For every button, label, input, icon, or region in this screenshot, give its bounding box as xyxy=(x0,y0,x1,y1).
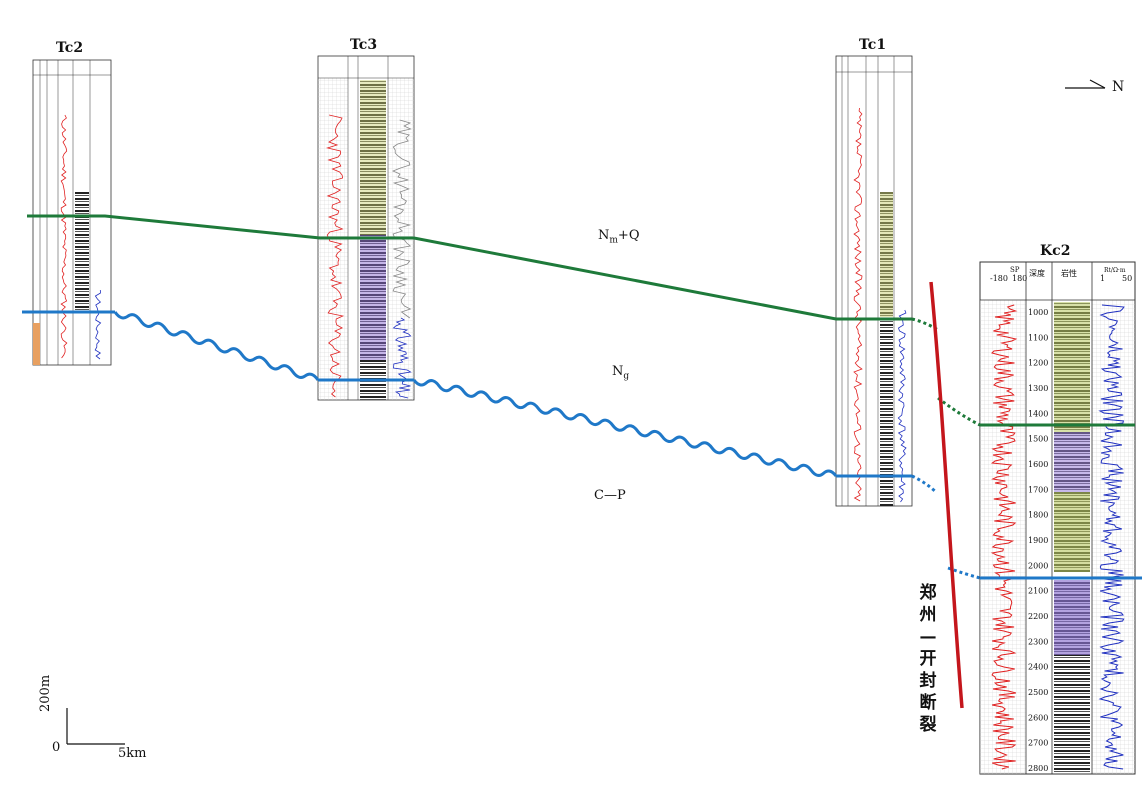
kc2-sp-curve xyxy=(990,304,1018,770)
zhengzhou-kaifeng-fault-line xyxy=(929,281,964,709)
scale-bar xyxy=(66,708,125,745)
fault-label: 郑州—开封断裂 xyxy=(919,583,937,735)
kc2-depth-tick: 1800 xyxy=(1028,511,1048,520)
tc2-orange-layer xyxy=(33,323,40,365)
kc2-lithology-lower xyxy=(1054,655,1090,772)
kc2-depth-tick: 1400 xyxy=(1028,409,1048,418)
kc2-sp-max: 180 xyxy=(1012,274,1027,283)
kc2-depth-tick: 1900 xyxy=(1028,536,1048,545)
kc2-depth-tick: 1000 xyxy=(1028,308,1048,317)
blue-boundary-dashed-left xyxy=(911,474,938,494)
kc2-depth-tick: 2200 xyxy=(1028,612,1048,621)
kc2-depth-tick: 1700 xyxy=(1028,485,1048,494)
blue-unconformity-wave-1 xyxy=(113,311,320,381)
kc2-depth-tick: 2800 xyxy=(1028,764,1048,773)
well-title-tc3: Tc3 xyxy=(350,37,378,53)
tc3-resistivity-curve xyxy=(392,317,412,399)
tc2-sp-curve xyxy=(60,114,68,359)
scale-origin-label: 0 xyxy=(52,740,61,755)
kc2-sp-label: SP xyxy=(1010,266,1020,274)
well-title-tc1: Tc1 xyxy=(859,37,887,53)
kc2-res-label: Rt/Ω·m xyxy=(1104,267,1126,274)
formation-label-upper: Nm+Q xyxy=(598,228,640,246)
kc2-depth-tick: 1300 xyxy=(1028,384,1048,393)
tc3-gr-curve xyxy=(391,119,412,319)
tc3-sp-curve xyxy=(325,114,345,398)
kc2-res-min: 1 xyxy=(1100,274,1105,283)
north-label: N xyxy=(1112,79,1125,95)
green-boundary-line xyxy=(27,214,912,321)
kc2-depth-tick: 2100 xyxy=(1028,587,1048,596)
tc1-resistivity-curve xyxy=(897,309,907,503)
kc2-depth-tick: 2400 xyxy=(1028,663,1048,672)
kc2-depth-tick: 1600 xyxy=(1028,460,1048,469)
kc2-depth-tick: 1500 xyxy=(1028,435,1048,444)
well-tc2 xyxy=(32,59,112,366)
well-kc2: 1000 1100 1200 1300 1400 1500 1600 1700 1800 1900… xyxy=(979,261,1136,775)
kc2-depth-ticks: 1000 1100 1200 1300 1400 1500 1600 1700 1800 1900… xyxy=(1028,308,1048,773)
well-title-kc2: Kc2 xyxy=(1040,243,1071,259)
well-tc1 xyxy=(835,55,913,507)
formation-label-lower: C—P xyxy=(594,488,626,503)
kc2-res-max: 50 xyxy=(1122,274,1132,283)
kc2-sp-min: -180 xyxy=(990,274,1008,283)
tc1-sp-curve xyxy=(853,107,863,502)
well-title-tc2: Tc2 xyxy=(56,40,84,56)
kc2-lith-header: 岩性 xyxy=(1061,268,1077,278)
kc2-depth-tick: 2300 xyxy=(1028,637,1048,646)
kc2-depth-header: 深度 xyxy=(1029,268,1045,278)
kc2-depth-tick: 2500 xyxy=(1028,688,1048,697)
well-tc3 xyxy=(317,55,415,401)
kc2-depth-tick: 2700 xyxy=(1028,739,1048,748)
tc2-resistivity-curve xyxy=(94,289,102,360)
kc2-resistivity-curve xyxy=(1098,304,1125,770)
scale-vertical-label: 200m xyxy=(38,674,53,712)
tc1-lithology-lower xyxy=(880,317,893,506)
blue-unconformity-wave-2 xyxy=(412,379,838,477)
formation-label-middle: Ng xyxy=(612,364,630,382)
north-arrow xyxy=(1065,79,1106,89)
kc2-depth-tick: 2600 xyxy=(1028,713,1048,722)
green-boundary-dashed-right xyxy=(937,396,981,427)
kc2-depth-tick: 1100 xyxy=(1028,333,1048,342)
tc2-lithology xyxy=(75,192,89,310)
scale-horizontal-label: 5km xyxy=(118,746,147,761)
kc2-depth-tick: 1200 xyxy=(1028,359,1048,368)
kc2-depth-tick: 2000 xyxy=(1028,561,1048,570)
